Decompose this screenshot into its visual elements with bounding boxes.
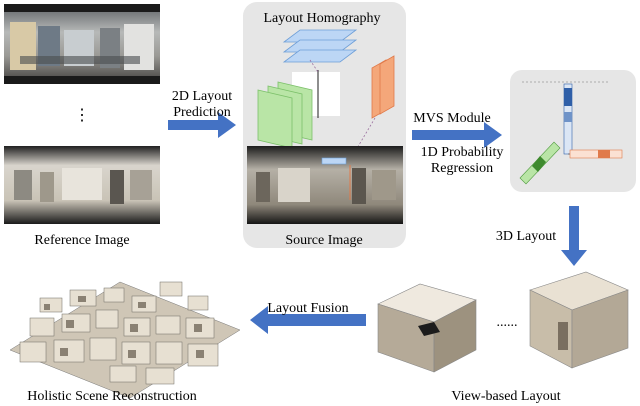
green-homography-planes [257, 81, 313, 149]
layout-homography-label: Layout Homography [263, 11, 380, 26]
probability-bar-horizontal [569, 149, 623, 159]
probability-bar-diagonal [519, 141, 561, 185]
source-image-label: Source Image [285, 233, 362, 248]
view-layout-box-right [529, 271, 629, 369]
view-layout-box-left [377, 283, 477, 373]
mvs-module-label: MVS Module [413, 111, 490, 126]
mvs-arrow [412, 122, 502, 148]
blue-homography-planes [282, 29, 358, 63]
probability-label-line2: Regression [431, 161, 493, 176]
prediction-label-line1: 2D Layout [172, 89, 232, 104]
orange-homography-planes [371, 55, 395, 119]
source-panorama [247, 146, 403, 224]
layout3d-arrow [561, 206, 587, 266]
probability-bar-vertical [563, 83, 573, 155]
holistic-reconstruction-label: Holistic Scene Reconstruction [27, 389, 197, 404]
layout-3d-label: 3D Layout [496, 229, 556, 244]
prediction-label-line2: Prediction [173, 105, 231, 120]
holistic-reconstruction [9, 281, 241, 399]
fusion-arrow [250, 306, 366, 334]
view-based-layout-label: View-based Layout [451, 389, 560, 404]
horizontal-ellipsis: ...... [497, 315, 518, 330]
reference-panorama-bottom [4, 146, 160, 224]
reference-panorama-top [4, 4, 160, 84]
layout-fusion-label: Layout Fusion [267, 301, 348, 316]
reference-image-label: Reference Image [34, 233, 129, 248]
vertical-ellipsis: ⋮ [74, 107, 90, 124]
probability-label-line1: 1D Probability [421, 145, 504, 160]
prediction-arrow [168, 112, 236, 138]
